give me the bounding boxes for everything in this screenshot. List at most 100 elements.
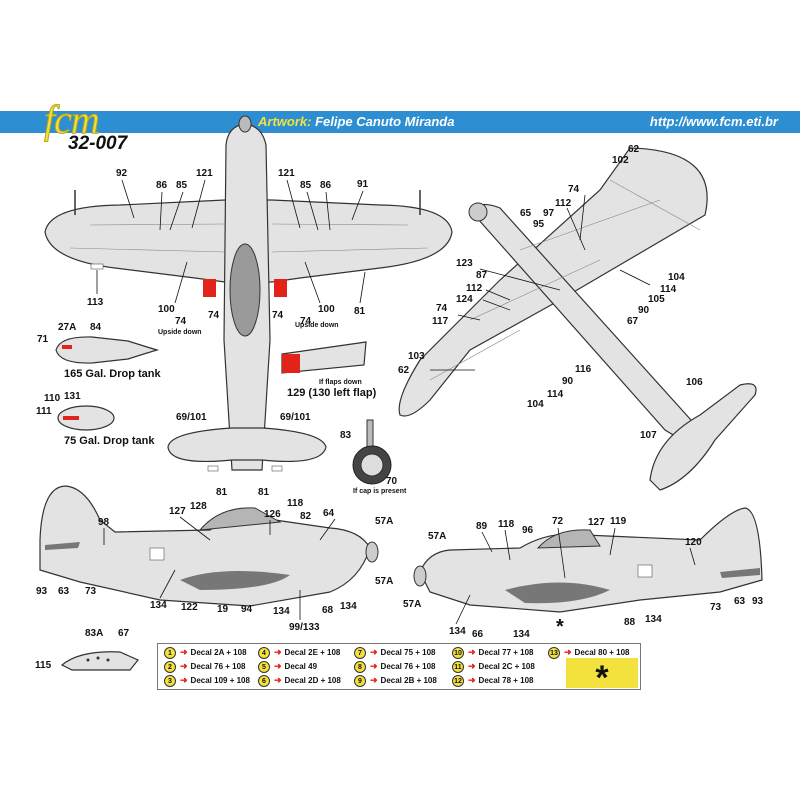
label-85: 85: [300, 180, 312, 191]
label-118: 118: [498, 519, 515, 530]
label-134: 134: [150, 600, 167, 611]
left-side-labels: 98 127 128 126 118 82 64 57A 57A 93 63 7…: [36, 498, 393, 633]
legend-number: 7: [354, 646, 366, 659]
label-74: 74: [300, 316, 312, 327]
arrow-icon: ➜: [468, 661, 476, 671]
top-view-propeller-hub: [238, 115, 252, 133]
arrow-icon: ➜: [274, 661, 282, 671]
label-95: 95: [533, 219, 545, 230]
flap-note: If flaps down: [319, 379, 362, 386]
legend-text: Decal 49: [284, 662, 318, 671]
label-86: 86: [320, 180, 332, 191]
legend-number: 11: [452, 660, 464, 673]
label-63: 63: [58, 586, 70, 597]
label-83A: 83A: [85, 628, 103, 639]
legend-text: Decal 2D + 108: [284, 676, 341, 685]
upside-down-note-right: Upside down: [295, 322, 339, 329]
label-122: 122: [181, 602, 198, 613]
legend-number: 10: [452, 646, 464, 659]
arrow-icon: ➜: [468, 647, 476, 657]
right-side-wing-root: [505, 582, 610, 604]
legend-item: 11 ➜Decal 2C + 108: [452, 660, 535, 673]
label-103: 103: [408, 351, 425, 362]
legend-star-box: *: [566, 658, 638, 697]
legend-item: 8➜Decal 76 + 108: [354, 660, 435, 673]
label-83: 83: [340, 430, 352, 441]
website-url: http://www.fcm.eti.br: [649, 114, 778, 129]
label-119: 119: [610, 516, 627, 527]
label-97: 97: [543, 208, 555, 219]
flap-detail: If flaps down 129 (130 left flap): [281, 341, 377, 399]
label-96: 96: [522, 525, 534, 536]
legend-text: Decal 2C + 108: [478, 662, 535, 671]
label-91: 91: [357, 179, 369, 190]
arrow-icon: ➜: [468, 675, 476, 685]
label-123: 123: [456, 258, 473, 269]
label-134: 134: [513, 629, 530, 640]
label-104: 104: [668, 272, 685, 283]
label-69-101-right: 69/101: [280, 412, 311, 423]
kit-code: 32-007: [68, 133, 128, 154]
upside-down-note-left: Upside down: [158, 329, 202, 336]
label-114: 114: [660, 284, 677, 295]
arrow-icon: ➜: [180, 661, 188, 671]
label-134: 134: [449, 626, 466, 637]
bottom-view-aircraft: [398, 147, 757, 491]
label-81-tail-left: 81: [216, 487, 228, 498]
label-121: 121: [196, 168, 213, 179]
label-121: 121: [278, 168, 295, 179]
red-marking-left: [203, 279, 216, 297]
legend-text: Decal 77 + 108: [478, 648, 534, 657]
label-127: 127: [588, 517, 605, 528]
label-100: 100: [158, 304, 175, 315]
legend-item: 2➜Decal 76 + 108: [164, 660, 245, 673]
small-detail: 83A 67 115: [35, 628, 139, 671]
legend-number: 6: [258, 674, 270, 687]
label-102: 102: [612, 155, 629, 166]
legend-item: 1➜Decal 2A + 108: [164, 646, 247, 659]
arrow-icon: ➜: [274, 647, 282, 657]
arrow-icon: ➜: [370, 647, 378, 657]
label-67: 67: [627, 316, 639, 327]
label-107: 107: [640, 430, 657, 441]
wheel-detail: 83 70 If cap is present: [340, 419, 407, 495]
top-view-canopy: [229, 243, 261, 337]
label-71: 71: [37, 334, 49, 345]
label-74: 74: [568, 184, 580, 195]
label-84: 84: [90, 322, 102, 333]
legend-text: Decal 2B + 108: [380, 676, 437, 685]
label-63: 63: [734, 596, 746, 607]
label-70: 70: [386, 476, 398, 487]
label-90: 90: [562, 376, 574, 387]
label-87: 87: [476, 270, 488, 281]
legend-number: 13: [548, 646, 560, 659]
label-86: 86: [156, 180, 168, 191]
legend-item: 6➜Decal 2D + 108: [258, 674, 341, 687]
label-134: 134: [340, 601, 357, 612]
tank-165-caption: 165 Gal. Drop tank: [64, 368, 161, 380]
label-89: 89: [476, 521, 488, 532]
label-98: 98: [98, 517, 110, 528]
label-67: 67: [118, 628, 130, 639]
label-57A: 57A: [403, 599, 421, 610]
arrow-icon: ➜: [564, 647, 572, 657]
label-90: 90: [638, 305, 650, 316]
label-57A: 57A: [428, 531, 446, 542]
legend-item: 13➜Decal 80 + 108: [548, 646, 629, 659]
label-120: 120: [685, 537, 702, 548]
label-72: 72: [552, 516, 564, 527]
legend-number: 4: [258, 646, 270, 659]
legend-number: 3: [164, 674, 176, 687]
decal-legend: 1➜Decal 2A + 108 4➜Decal 2E + 108 7➜Deca…: [157, 643, 641, 697]
legend-number: 12: [452, 674, 464, 687]
label-27A: 27A: [58, 322, 76, 333]
top-view-tailplane: [167, 427, 327, 463]
label-117: 117: [432, 316, 449, 327]
label-88: 88: [624, 617, 636, 628]
legend-item: 10 ➜Decal 77 + 108: [452, 646, 533, 659]
label-115: 115: [35, 660, 52, 671]
label-74: 74: [208, 310, 220, 321]
left-side-view-aircraft: [39, 485, 379, 607]
artwork-credit: Artwork: Felipe Canuto Miranda: [258, 114, 454, 129]
